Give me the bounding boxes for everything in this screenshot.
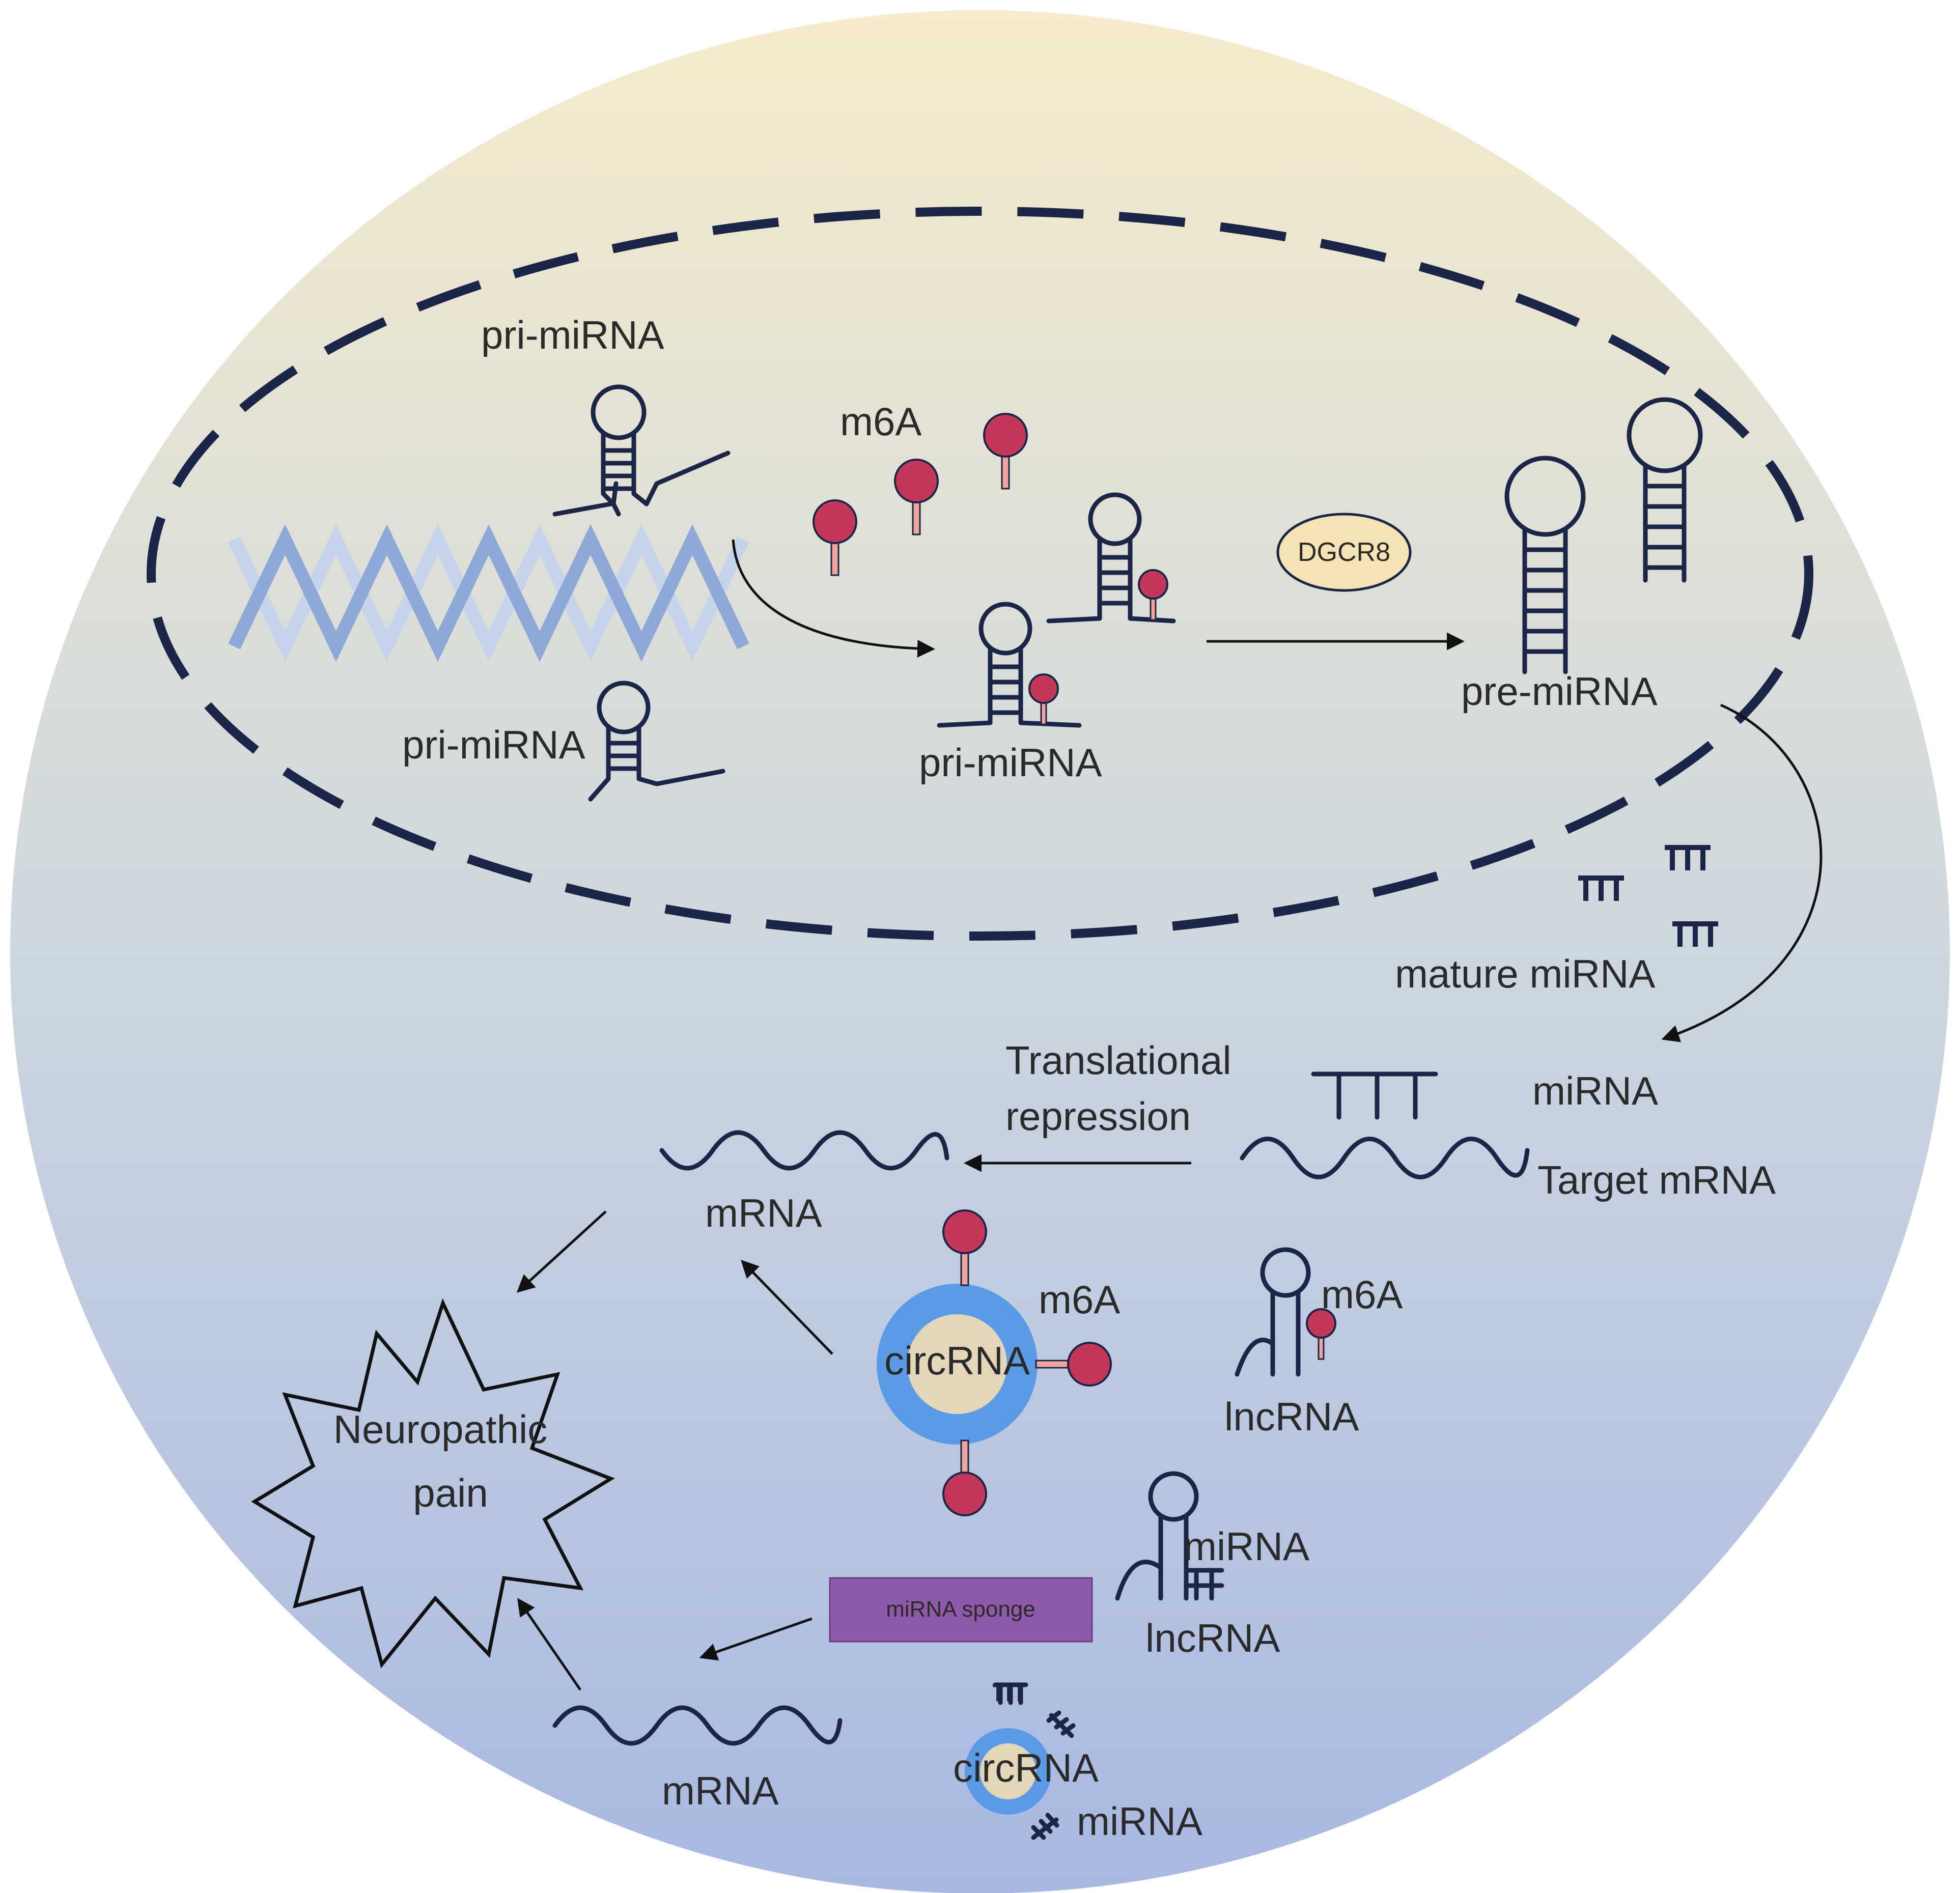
mature-mirna-label: mature miRNA <box>1395 951 1655 996</box>
hairpin-rna-icon <box>937 602 1082 728</box>
hairpin-rna-icon <box>1504 456 1586 674</box>
circrna-ring-icon <box>965 1728 1051 1815</box>
starburst-icon <box>251 1298 615 1669</box>
dgcr8-enzyme <box>1276 513 1412 592</box>
mirna-lnc-label: miRNA <box>1184 1524 1309 1569</box>
arrow-mrna-to-pain-upper <box>516 1210 607 1293</box>
circrna-ring-icon <box>877 1284 1038 1445</box>
nucleus-boundary <box>147 207 1813 941</box>
circrna-lower-label: circRNA <box>953 1745 1099 1790</box>
mature-mirna-icon <box>1311 1071 1438 1120</box>
hairpin-rna-icon <box>1115 1471 1224 1601</box>
mrna-upper-label: mRNA <box>705 1191 822 1235</box>
mature-mirna-icon <box>1665 847 1711 870</box>
mature-mirna-icon <box>1672 924 1718 947</box>
hairpin-rna-icon <box>588 681 725 802</box>
mirna-sponge-box <box>829 1577 1093 1643</box>
arrow-mrna-to-pain-lower <box>517 1598 582 1691</box>
wavy-mrna-icon <box>552 1705 843 1746</box>
neuropathic-pain-label-2: pain <box>413 1471 488 1515</box>
target-mrna-label: Target mRNA <box>1537 1157 1776 1202</box>
lncrna-lower-label: lncRNA <box>1145 1616 1280 1660</box>
mature-mirna-icon <box>1578 878 1624 901</box>
wavy-mrna-icon <box>659 1130 949 1171</box>
mirna-target-label: miRNA <box>1532 1068 1658 1113</box>
pri-mirna-center-label: pri-miRNA <box>919 740 1102 785</box>
pri-mirna-top-label: pri-miRNA <box>481 313 664 357</box>
arrow-circrna-to-mrna <box>741 1259 833 1355</box>
m6a-nucleus-label: m6A <box>840 399 921 444</box>
neuropathic-pain-label-1: Neuropathic <box>333 1407 548 1452</box>
m6a-lnc-label: m6A <box>1321 1272 1403 1317</box>
mirna-circ-label: miRNA <box>1077 1799 1202 1844</box>
pre-mirna-label: pre-miRNA <box>1461 669 1658 714</box>
dgcr8-label: DGCR8 <box>1298 538 1390 567</box>
translational-repression-label-2: repression <box>1005 1094 1191 1139</box>
mirna-sponge-label: miRNA sponge <box>886 1597 1035 1622</box>
mature-mirna-icon <box>993 1682 1076 1840</box>
wavy-mrna-icon <box>1240 1137 1530 1179</box>
circrna-upper-label: circRNA <box>884 1338 1030 1383</box>
arrow-export-to-cytoplasm <box>1661 703 1823 1042</box>
arrow-to-methylated-pri <box>732 539 935 658</box>
cell-background <box>10 10 1950 1893</box>
hairpin-rna-icon <box>1235 1247 1311 1377</box>
hairpin-rna-icon <box>1627 397 1703 583</box>
lncrna-upper-label: lncRNA <box>1224 1394 1359 1439</box>
hairpin-rna-icon <box>552 384 731 517</box>
mrna-lower-label: mRNA <box>662 1768 779 1813</box>
dna-helix-icon <box>228 524 749 662</box>
arrow-sponge-to-mrna <box>699 1617 813 1661</box>
translational-repression-label-1: Translational <box>1005 1038 1231 1083</box>
hairpin-rna-icon <box>1046 492 1176 624</box>
pri-mirna-left-label: pri-miRNA <box>402 722 585 767</box>
m6a-circ-label: m6A <box>1039 1277 1120 1322</box>
